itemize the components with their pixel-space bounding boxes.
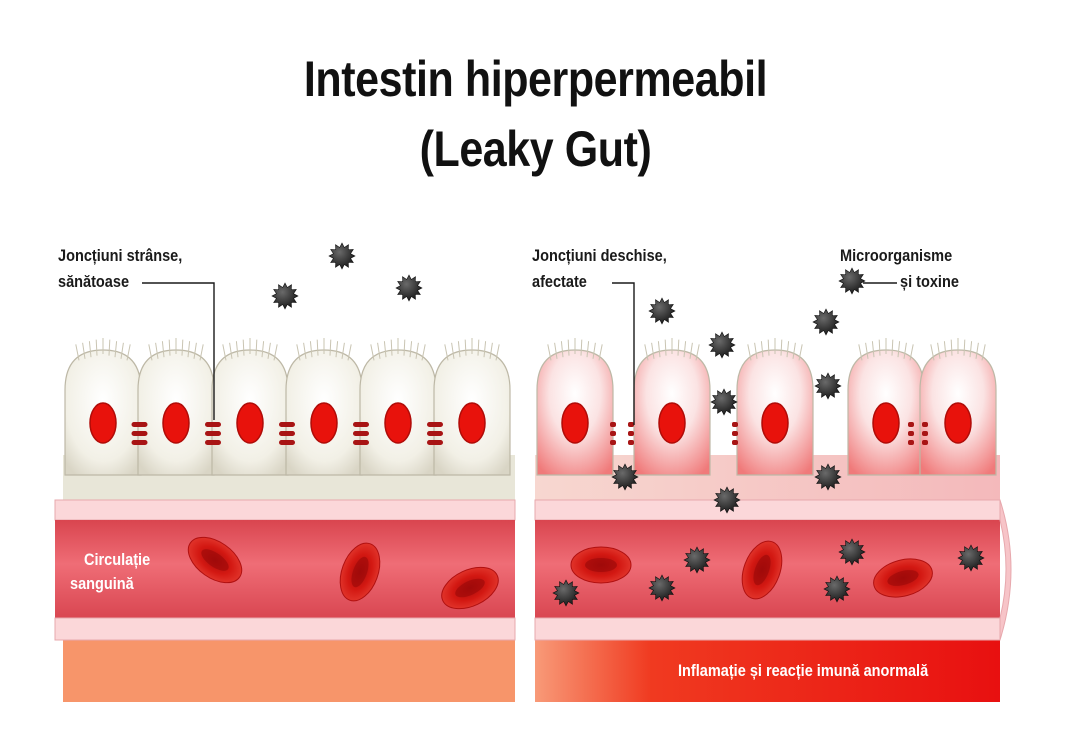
cell-nucleus xyxy=(458,402,486,444)
label-blood-circulation-line1: Circulație xyxy=(84,551,151,569)
leaky-intestine-panel xyxy=(534,338,1012,702)
microvilli xyxy=(222,338,278,361)
microbe-toxin-icon xyxy=(838,267,866,295)
cell-nucleus xyxy=(761,402,789,444)
healthy-intestine-panel xyxy=(54,338,516,702)
label-healthy-junctions-line1: Joncțiuni strânse, xyxy=(58,247,183,265)
open-junction xyxy=(628,422,634,445)
cell-nucleus xyxy=(658,402,686,444)
red-blood-cell xyxy=(339,542,381,602)
microbe-toxin-icon xyxy=(648,574,676,602)
red-blood-cell xyxy=(441,566,499,610)
cell-nucleus xyxy=(310,402,338,444)
vessel-wall-top xyxy=(54,499,516,521)
microbe-toxin-icon xyxy=(683,546,711,574)
label-microbes-line2: și toxine xyxy=(900,273,959,291)
healthy-epithelial-cell xyxy=(433,338,511,476)
inflamed-tissue-layer xyxy=(535,640,1000,702)
microbe-toxin-icon xyxy=(838,538,866,566)
healthy-epithelial-cell xyxy=(285,338,363,476)
vessel-end-cap xyxy=(999,499,1012,641)
microbe-toxin-icon xyxy=(713,486,741,514)
microvilli xyxy=(644,338,700,361)
microvilli xyxy=(296,338,352,361)
label-blood-circulation-line2: sanguină xyxy=(70,575,134,593)
inflamed-epithelial-cell xyxy=(736,338,814,476)
diagram-title-line1: Intestin hiperpermeabil xyxy=(303,51,768,107)
cell-nucleus xyxy=(162,402,190,444)
microbe-toxin-icon xyxy=(552,579,580,607)
healthy-epithelial-cell xyxy=(359,338,437,476)
healthy-epithelial-cell xyxy=(137,338,215,476)
inflamed-epithelial-cell xyxy=(536,338,614,476)
red-blood-cell xyxy=(187,536,243,584)
microbe-toxin-icon xyxy=(814,463,842,491)
label-microbes-line1: Microorganisme xyxy=(840,247,953,265)
leader-lines xyxy=(142,282,897,425)
cell-nucleus xyxy=(944,402,972,444)
healthy-tissue-layer xyxy=(63,640,515,702)
inflamed-epithelial-cell xyxy=(919,338,997,476)
healthy-epithelial-cell xyxy=(211,338,289,476)
tight-junction xyxy=(279,422,295,445)
vessel-wall-top-right xyxy=(534,499,1001,521)
microbe-toxin-icon xyxy=(812,308,840,336)
open-junction xyxy=(732,422,738,445)
open-junction xyxy=(610,422,616,445)
red-blood-cell xyxy=(570,546,632,584)
microvilli xyxy=(148,338,204,361)
tight-junction xyxy=(131,422,148,445)
cell-nucleus xyxy=(384,402,412,444)
open-junction xyxy=(922,422,928,445)
microvilli xyxy=(370,338,426,361)
red-blood-cell xyxy=(873,558,933,598)
microbe-toxin-icon xyxy=(271,282,299,310)
microbe-toxin-icon xyxy=(611,463,639,491)
tight-junction xyxy=(205,422,221,445)
inflamed-epithelial-cell xyxy=(633,338,711,476)
microvilli xyxy=(444,338,500,361)
microbe-toxin-icon xyxy=(957,544,985,572)
microbe-toxin-icon xyxy=(395,274,423,302)
label-damaged-junctions-line2: afectate xyxy=(532,273,587,291)
blood-vessel-lumen xyxy=(55,520,515,618)
vessel-wall-bottom xyxy=(54,617,516,641)
tight-junction xyxy=(427,422,443,445)
microbe-toxin-icon xyxy=(648,297,676,325)
microbe-toxin-icon xyxy=(710,388,738,416)
label-damaged-junctions-line1: Joncțiuni deschise, xyxy=(532,247,667,265)
inflamed-epithelial-cell xyxy=(847,338,925,476)
cell-nucleus xyxy=(89,402,117,444)
microbe-toxin-icon xyxy=(814,372,842,400)
tight-junction xyxy=(353,422,369,445)
label-inflammation: Inflamație și reacție imună anormală xyxy=(678,662,929,680)
cell-nucleus xyxy=(561,402,589,444)
damaged-junction-leader xyxy=(612,282,635,425)
cell-nucleus xyxy=(872,402,900,444)
cell-nucleus xyxy=(236,402,264,444)
microbe-toxin-icon xyxy=(328,242,356,270)
label-healthy-junctions-line2: sănătoase xyxy=(58,273,130,291)
microbe-toxin-icon xyxy=(708,331,736,359)
red-blood-cell xyxy=(741,540,783,600)
microvilli xyxy=(930,338,986,361)
microvilli xyxy=(858,338,914,361)
microvilli xyxy=(75,338,131,361)
open-junction xyxy=(908,422,914,445)
healthy-junction-leader xyxy=(142,282,215,420)
diagram-title-line2: (Leaky Gut) xyxy=(419,121,652,177)
healthy-epithelial-cell xyxy=(64,338,142,476)
vessel-wall-bottom-right xyxy=(534,617,1001,641)
microbe-toxin-icon xyxy=(823,575,851,603)
microvilli xyxy=(547,338,603,361)
microvilli xyxy=(747,338,803,361)
